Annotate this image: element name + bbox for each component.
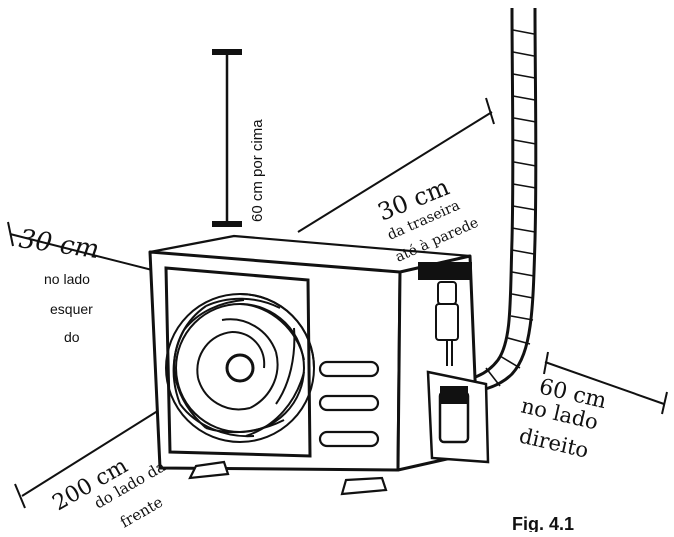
- valve-block: [440, 386, 468, 404]
- right-clearance-dimension: [543, 351, 668, 415]
- top-clearance-label: 60 cm por cima: [249, 119, 266, 222]
- service-cover-band: [418, 262, 472, 280]
- pipe-ribbing: [467, 29, 537, 393]
- left-clearance-line2: esquer: [50, 301, 93, 317]
- left-clearance-line1: no lado: [44, 271, 90, 287]
- unit-feet: [188, 460, 388, 496]
- left-clearance-line3: do: [64, 329, 80, 345]
- figure-caption: Fig. 4.1: [512, 514, 574, 532]
- fan-hub: [225, 353, 255, 383]
- left-clearance-dimension: [7, 221, 161, 273]
- top-clearance-dimension: [212, 49, 242, 227]
- valve-box: [426, 370, 490, 464]
- left-clearance-value: 30 cm: [17, 224, 101, 265]
- front-vents: [318, 360, 380, 448]
- fan-spiral: [165, 293, 315, 443]
- rear-clearance-dimension: [297, 97, 495, 233]
- front-clearance-dimension: [14, 401, 173, 509]
- front-clearance-line2: frente: [117, 493, 166, 532]
- pipe-connector: [435, 281, 459, 366]
